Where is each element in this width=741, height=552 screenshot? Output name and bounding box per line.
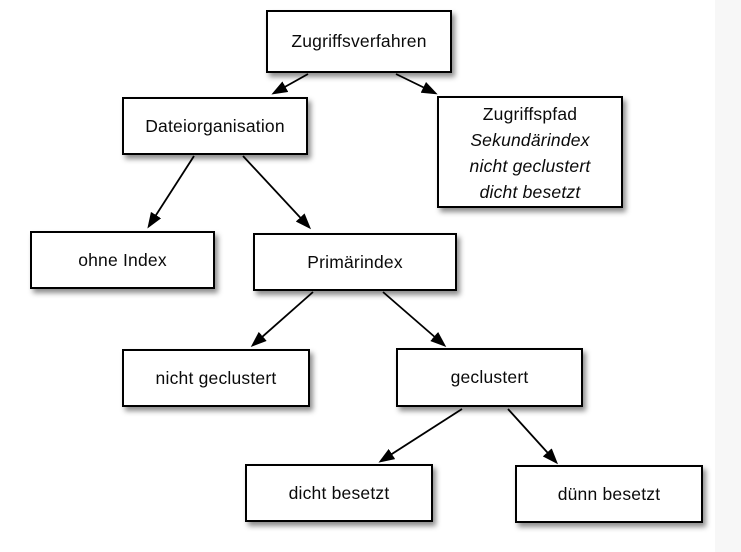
node-label: geclustert xyxy=(450,367,529,387)
node-label: dicht besetzt xyxy=(288,482,390,503)
node-label: Zugriffspfad xyxy=(482,104,578,124)
node-nicht-geclustert: nicht geclustert xyxy=(122,349,310,407)
node-zugriffsverfahren: Zugriffsverfahren xyxy=(266,10,452,73)
node-label: Zugriffsverfahren xyxy=(291,31,427,51)
edge-primaerindex-geclustert xyxy=(382,291,447,347)
node-label: nicht geclustert xyxy=(155,367,277,388)
node-label: Dateiorganisation xyxy=(145,115,285,136)
node-zugriffspfad: Zugriffspfad Sekundärindex nicht geclust… xyxy=(437,96,623,208)
node-ohne-index: ohne Index xyxy=(30,231,215,289)
node-sublabel: dicht besetzt xyxy=(479,182,581,202)
node-sublabel: nicht geclustert xyxy=(469,156,591,176)
edge-geclustert-dicht-besetzt xyxy=(378,408,463,463)
edge-dateiorganisation-primaerindex xyxy=(242,155,312,230)
edge-dateiorganisation-ohne-index xyxy=(147,155,195,229)
node-dateiorganisation: Dateiorganisation xyxy=(122,97,308,155)
edge-zugriffsverfahren-zugriffspfad xyxy=(395,73,438,95)
node-label: Primärindex xyxy=(307,251,403,272)
node-label: dünn besetzt xyxy=(557,483,661,504)
node-dicht-besetzt: dicht besetzt xyxy=(245,464,433,522)
edge-zugriffsverfahren-dateiorganisation xyxy=(271,73,309,95)
node-primaerindex: Primärindex xyxy=(253,233,457,291)
node-duenn-besetzt: dünn besetzt xyxy=(515,465,703,523)
edge-primaerindex-nicht-geclustert xyxy=(250,291,314,347)
edge-geclustert-duenn-besetzt xyxy=(507,408,559,465)
node-sublabel: Sekundärindex xyxy=(470,130,590,150)
right-margin-strip xyxy=(715,0,741,552)
node-label: ohne Index xyxy=(78,249,167,270)
node-geclustert: geclustert xyxy=(396,348,583,407)
